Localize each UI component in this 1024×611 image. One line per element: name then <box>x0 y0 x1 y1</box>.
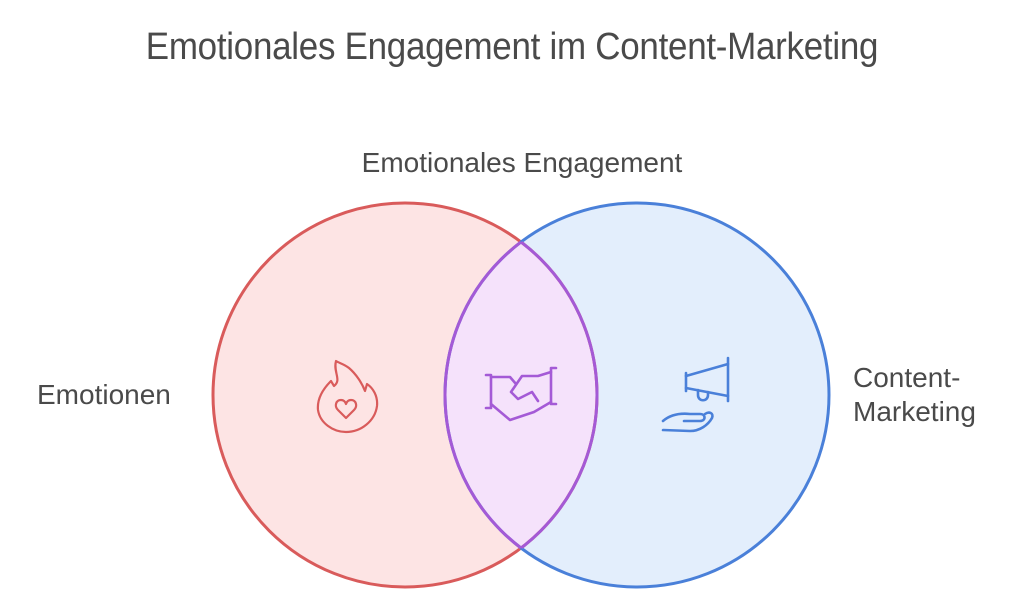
content-marketing-label-line1: Content- <box>853 362 961 393</box>
diagram-title: Emotionales Engagement im Content-Market… <box>145 26 879 68</box>
emotionen-label: Emotionen <box>37 379 171 410</box>
flame-heart-icon <box>316 359 379 434</box>
intersection-region <box>445 203 597 587</box>
content-marketing-label-line2: Marketing <box>853 396 976 427</box>
content-marketing-label: Content- Marketing <box>853 361 976 429</box>
handshake-icon <box>484 366 558 422</box>
intersection-label: Emotionales Engagement <box>361 147 683 178</box>
hand-megaphone-icon <box>661 356 730 433</box>
